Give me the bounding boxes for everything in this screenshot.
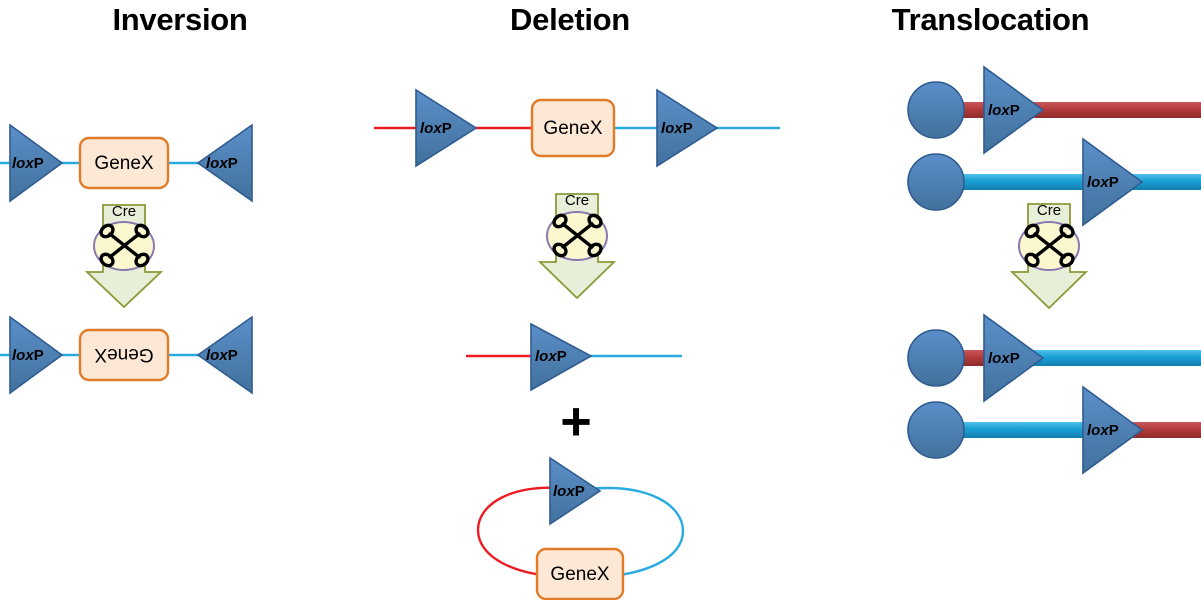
chromosome-product-2: loxP bbox=[907, 385, 1201, 475]
loxp-label: loxP bbox=[988, 350, 1020, 367]
centromere bbox=[907, 153, 965, 211]
loxp-label: loxP bbox=[988, 102, 1020, 119]
loxp-site[interactable]: loxP bbox=[9, 123, 64, 203]
loxp-site[interactable]: loxP bbox=[983, 313, 1045, 403]
deletion-substrate-row: loxP GeneX loxP bbox=[374, 88, 780, 168]
gene-box-label: GeneX bbox=[94, 153, 153, 174]
inversion-product-row: loxP GeneX loxP bbox=[0, 315, 253, 395]
loxp-label: loxP bbox=[206, 155, 238, 172]
chromosome-substrate-1: loxP bbox=[907, 65, 1201, 155]
scissors-icon bbox=[552, 213, 603, 258]
circle-dna-right-arc bbox=[587, 486, 685, 579]
loxp-label: loxP bbox=[206, 347, 238, 364]
deletion-product-linear-row: loxP bbox=[466, 322, 682, 392]
gene-box-label: GeneX bbox=[543, 118, 602, 139]
gene-box-label: GeneX bbox=[550, 564, 609, 585]
loxp-site[interactable]: loxP bbox=[530, 322, 593, 392]
loxp-site[interactable]: loxP bbox=[656, 88, 719, 168]
centromere bbox=[907, 81, 965, 139]
gene-box-genex[interactable]: GeneX bbox=[78, 136, 170, 190]
deletion-product-circle: loxP GeneX bbox=[476, 456, 685, 600]
loxp-site[interactable]: loxP bbox=[196, 315, 253, 395]
gene-box-genex[interactable]: GeneX bbox=[535, 547, 625, 600]
plus-symbol: + bbox=[560, 391, 592, 451]
chromosome-product-1: loxP bbox=[907, 313, 1201, 403]
loxp-label: loxP bbox=[1087, 422, 1119, 439]
loxp-site[interactable]: loxP bbox=[196, 123, 253, 203]
scissors-icon bbox=[1024, 223, 1075, 268]
translocation-diagram: loxP loxP Cre bbox=[907, 65, 1201, 475]
cre-label: Cre bbox=[112, 203, 136, 220]
chromosome-arm bbox=[940, 102, 1201, 118]
deletion-diagram: loxP GeneX loxP bbox=[374, 88, 780, 600]
panel-title-deletion: Deletion bbox=[510, 2, 630, 37]
chromosome-arm-proximal bbox=[940, 422, 1100, 438]
loxp-label: loxP bbox=[661, 120, 693, 137]
loxp-site[interactable]: loxP bbox=[983, 65, 1045, 155]
cre-arrow[interactable]: Cre bbox=[1009, 202, 1089, 310]
loxp-site[interactable]: loxP bbox=[9, 315, 64, 395]
panel-title-translocation: Translocation bbox=[891, 2, 1090, 37]
cre-label: Cre bbox=[565, 192, 589, 209]
panel-deletion: Deletion loxP GeneX loxP bbox=[360, 0, 780, 600]
scissors-icon bbox=[99, 223, 150, 268]
loxp-site[interactable]: loxP bbox=[1082, 137, 1144, 227]
loxp-label: loxP bbox=[535, 348, 567, 365]
loxp-site[interactable]: loxP bbox=[549, 456, 602, 526]
panel-inversion: Inversion bbox=[0, 0, 360, 600]
circle-dna-left-arc bbox=[476, 486, 574, 579]
chromosome-substrate-2: loxP bbox=[907, 137, 1201, 227]
cre-arrow[interactable]: Cre bbox=[537, 192, 617, 300]
loxp-label: loxP bbox=[12, 155, 44, 172]
centromere bbox=[907, 401, 965, 459]
gene-box-genex[interactable]: GeneX bbox=[530, 98, 616, 158]
chromosome-arm-distal bbox=[998, 350, 1201, 366]
cre-label: Cre bbox=[1037, 202, 1061, 219]
cre-arrow[interactable]: Cre bbox=[84, 203, 164, 309]
inversion-diagram: loxP GeneX loxP bbox=[0, 123, 253, 395]
loxp-label: loxP bbox=[1087, 174, 1119, 191]
panel-translocation: Translocation loxP loxP bbox=[780, 0, 1201, 600]
centromere bbox=[907, 329, 965, 387]
loxp-label: loxP bbox=[553, 483, 585, 500]
loxp-site[interactable]: loxP bbox=[415, 88, 478, 168]
panel-title-inversion: Inversion bbox=[112, 2, 248, 37]
gene-box-genex-inverted[interactable]: GeneX bbox=[78, 328, 170, 382]
gene-box-label: GeneX bbox=[94, 344, 153, 365]
inversion-substrate-row: loxP GeneX loxP bbox=[0, 123, 253, 203]
loxp-site[interactable]: loxP bbox=[1082, 385, 1144, 475]
chromosome-arm bbox=[940, 174, 1201, 190]
loxp-label: loxP bbox=[420, 120, 452, 137]
loxp-label: loxP bbox=[12, 347, 44, 364]
